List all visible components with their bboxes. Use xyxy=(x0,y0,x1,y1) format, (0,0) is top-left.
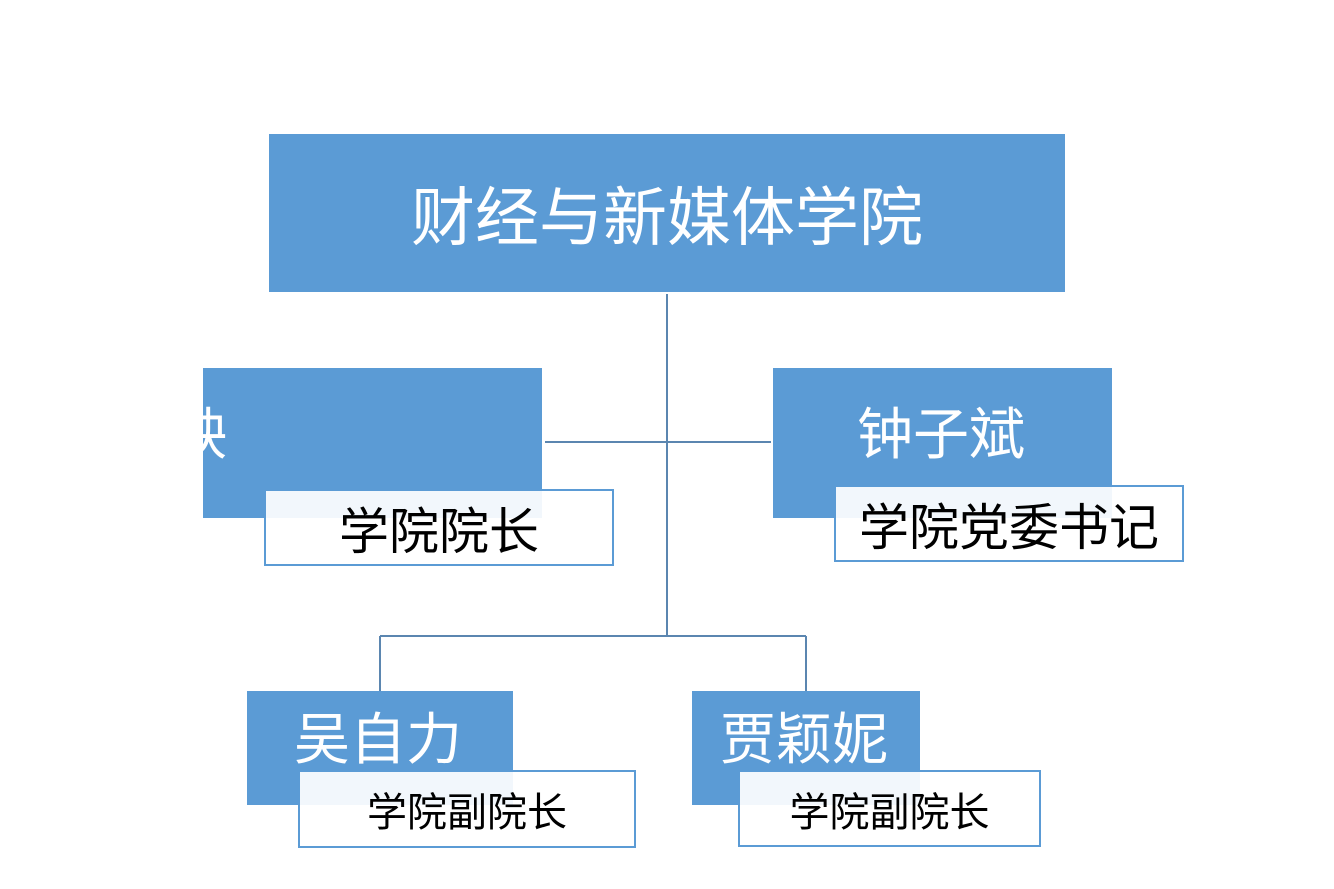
member-name: 贾颖妮 xyxy=(720,708,888,773)
member-role-box: 学院院长 xyxy=(264,489,614,566)
member-role-box: 学院党委书记 xyxy=(834,485,1184,562)
member-name: 钟子斌 xyxy=(857,403,1025,468)
member-role: 学院副院长 xyxy=(789,789,990,836)
member-name: 陈映 xyxy=(115,403,227,468)
member-name: 吴自力 xyxy=(294,708,462,773)
member-box-wu-zili: 吴自力 xyxy=(247,691,513,805)
member-role: 学院副院长 xyxy=(367,790,567,836)
member-role: 学院党委书记 xyxy=(859,498,1159,557)
org-title: 财经与新媒体学院 xyxy=(411,182,923,256)
org-title-box: 财经与新媒体学院 xyxy=(269,134,1065,292)
member-role-box: 学院副院长 xyxy=(298,770,636,848)
member-role: 学院院长 xyxy=(339,502,539,561)
member-role-box: 学院副院长 xyxy=(738,770,1041,847)
